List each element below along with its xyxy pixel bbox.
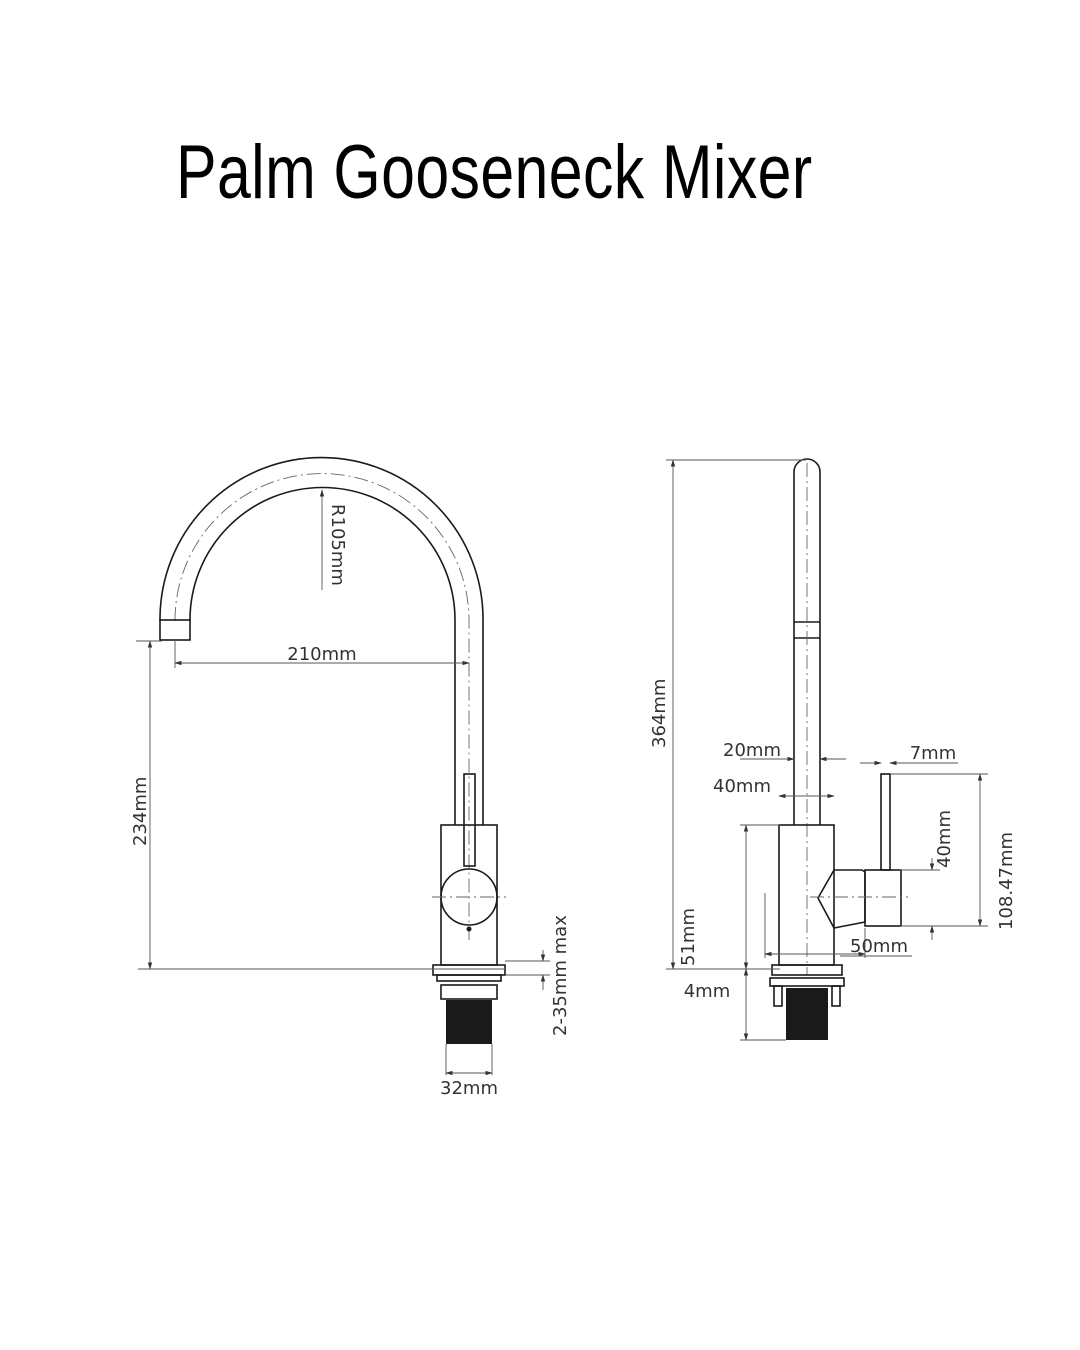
handle-stem bbox=[463, 773, 476, 867]
lever-height-label: 40mm bbox=[934, 810, 955, 868]
page-title: Palm Gooseneck Mixer bbox=[176, 130, 813, 215]
lever-reach-label: 50mm bbox=[850, 936, 908, 957]
side-shank bbox=[786, 988, 828, 1040]
side-body bbox=[778, 824, 835, 966]
reach-label: 210mm bbox=[287, 644, 356, 665]
lever-total-label: 108.47mm bbox=[996, 832, 1017, 930]
shank-label: 32mm bbox=[440, 1078, 498, 1099]
spout-outer bbox=[159, 456, 484, 825]
base-label: 4mm bbox=[684, 981, 731, 1002]
height-label: 234mm bbox=[130, 777, 151, 846]
radius-label: R105mm bbox=[327, 504, 348, 586]
handle-label: 7mm bbox=[910, 743, 957, 764]
spout-centerline bbox=[174, 473, 470, 940]
spout-inner bbox=[189, 486, 456, 825]
body-label: 40mm bbox=[713, 776, 771, 797]
front-view: R105mm 210mm 234mm 2-35mm max 32mm bbox=[130, 456, 571, 1099]
shank bbox=[446, 1000, 492, 1044]
side-view: 364mm 20mm 7mm 40mm 40mm 108.47mm 51mm 5… bbox=[649, 458, 1017, 1041]
total-height-label: 364mm bbox=[649, 679, 670, 748]
side-spout bbox=[793, 458, 821, 825]
base-flange bbox=[432, 964, 506, 976]
body-height-label: 51mm bbox=[678, 908, 699, 966]
spout-label: 20mm bbox=[723, 740, 781, 761]
bench-label: 2-35mm max bbox=[550, 915, 571, 1036]
mixer-body bbox=[440, 824, 498, 966]
side-lever bbox=[817, 869, 866, 929]
spout-tip bbox=[159, 619, 191, 641]
side-handle bbox=[880, 773, 891, 871]
